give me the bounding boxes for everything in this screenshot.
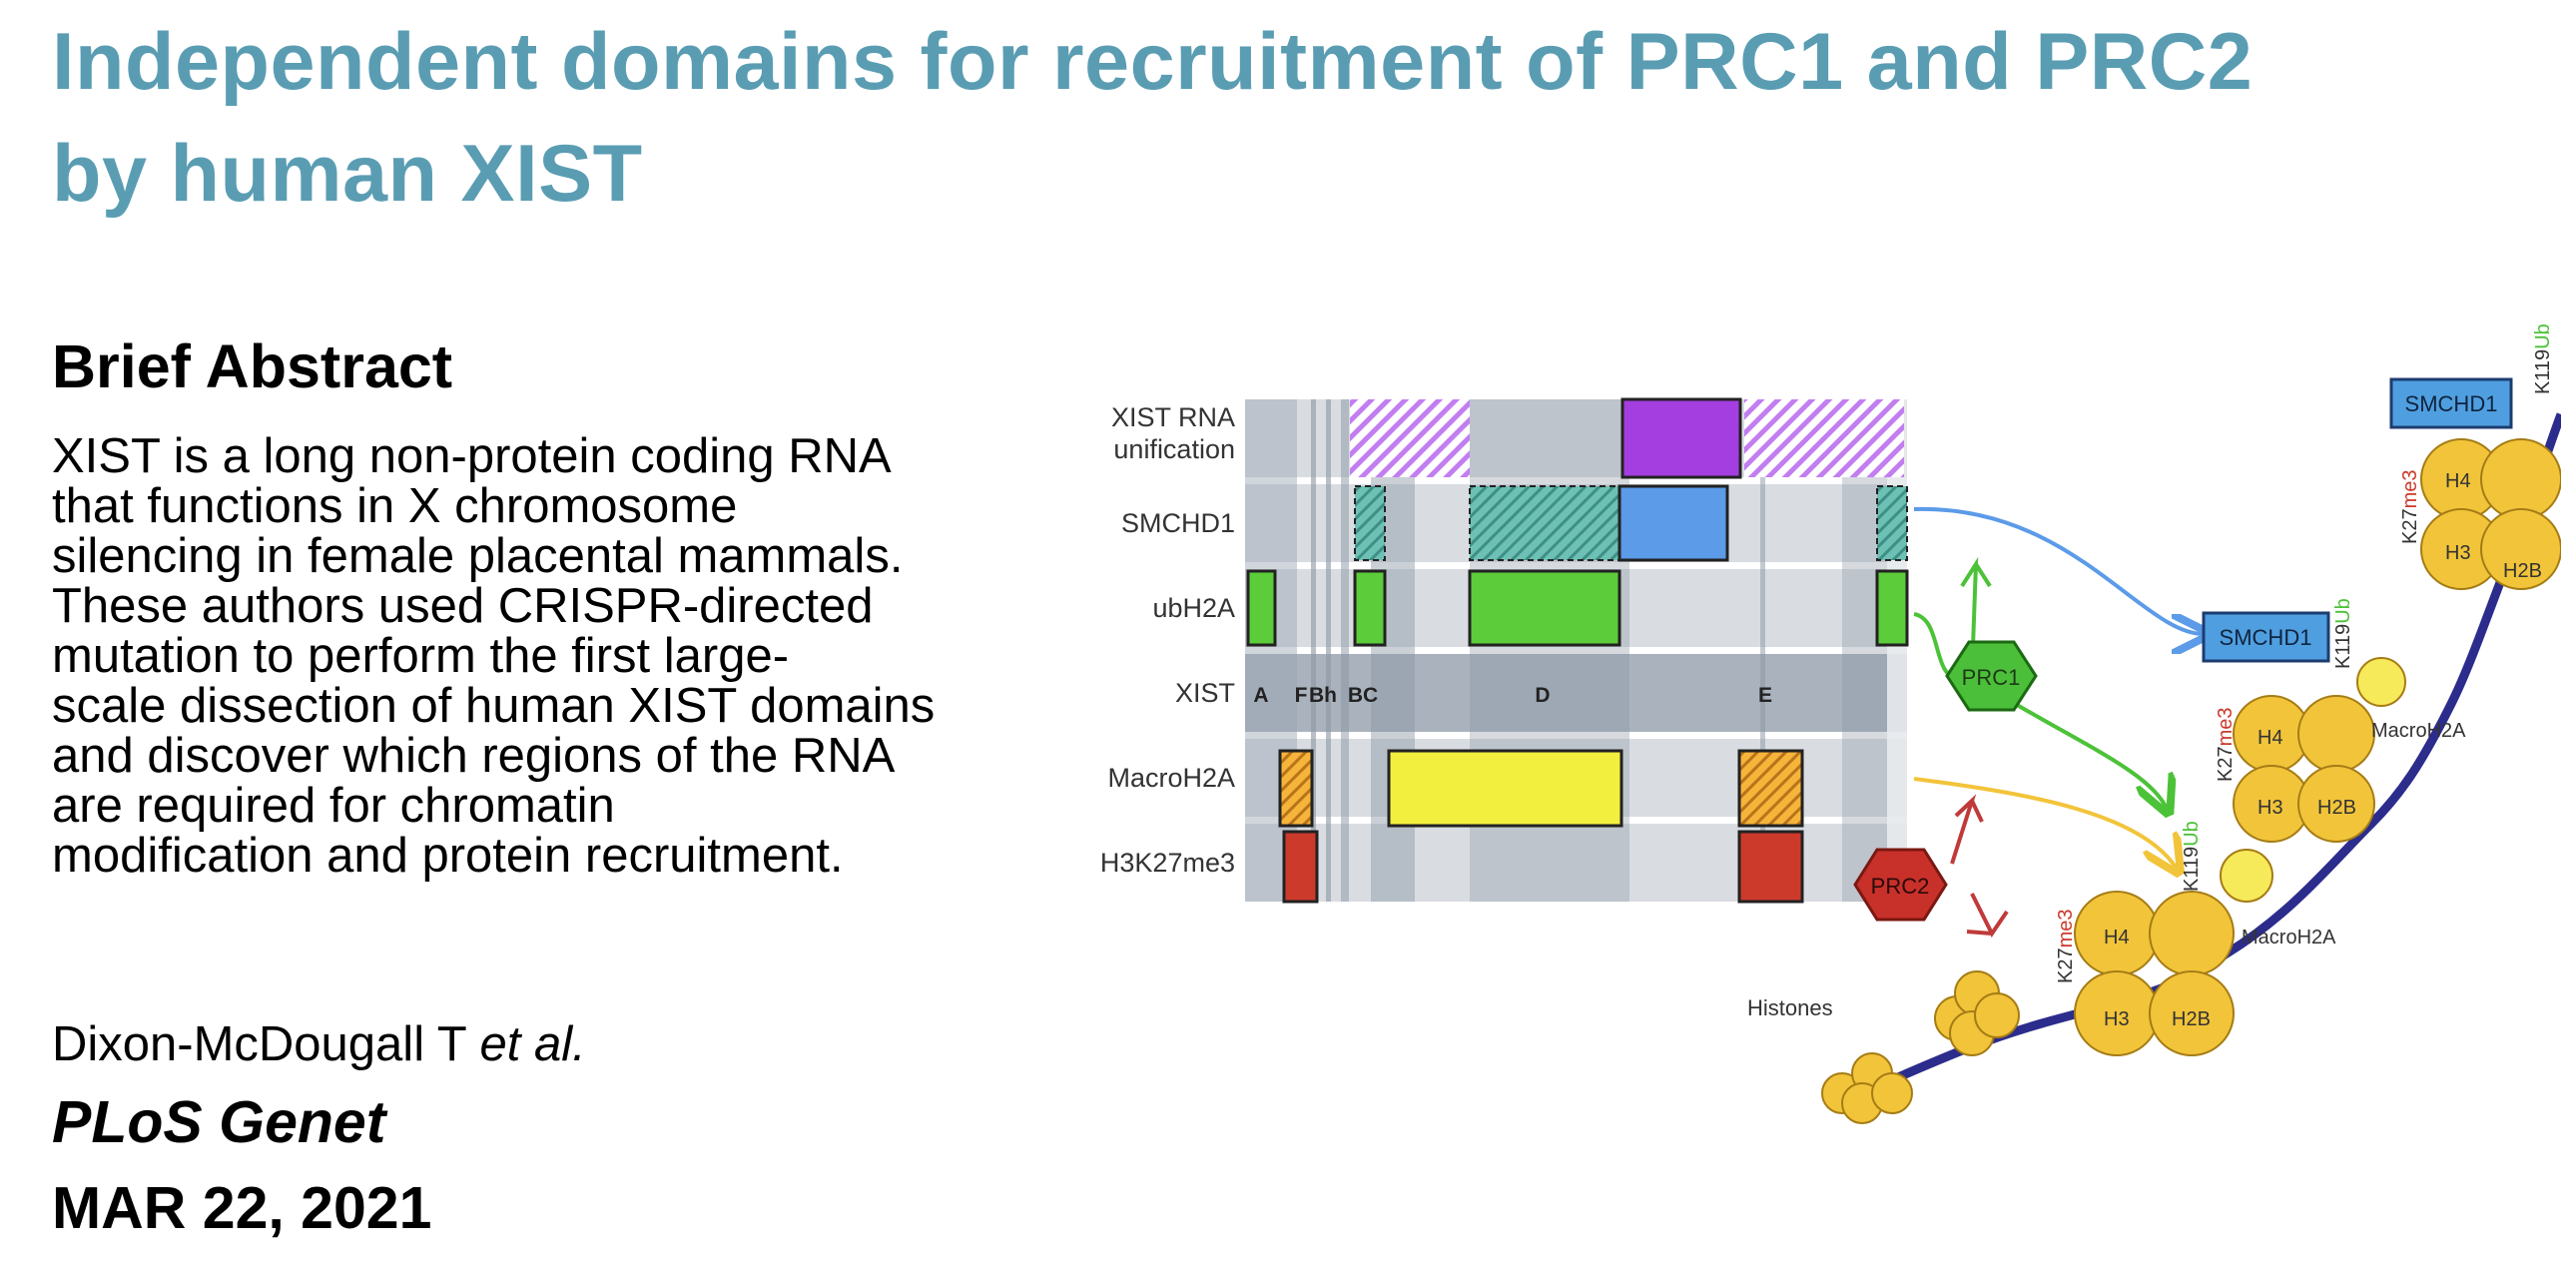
domain-label-bc: BC: [1348, 684, 1378, 707]
row-label-unification: unification: [1113, 434, 1235, 464]
macroh2a-label: MacroH2A: [2242, 927, 2336, 949]
abstract-line: scale dissection of human XIST domains: [52, 679, 936, 733]
smchd1-arrow: [1913, 506, 2204, 634]
smchd1-box-top: SMCHD1: [2389, 377, 2513, 429]
column-shade: [1326, 399, 1331, 902]
row-label-ubh2a: ubH2A: [1152, 593, 1235, 623]
column-shade: [1341, 399, 1349, 902]
abstract-line: that functions in X chromosome: [52, 479, 738, 533]
row-label-xist: XIST: [1175, 678, 1235, 708]
prc1-label: PRC1: [1962, 665, 2021, 690]
abstract-line: modification and protein recruitment.: [52, 829, 844, 883]
domain-label-f: F: [1295, 684, 1308, 707]
histone-h4-label: H4: [2257, 727, 2283, 749]
column-shade: [1842, 399, 1887, 902]
nucleosome-small: [1934, 970, 2020, 1056]
histone-h3-label: H3: [2104, 1008, 2130, 1030]
domain-label-bh: Bh: [1309, 684, 1337, 707]
abstract-line: are required for chromatin: [52, 779, 615, 833]
histone-h4-label: H4: [2104, 927, 2130, 949]
macroh2a-hatch-block: [1737, 749, 1804, 828]
nucleosome-large: H4 H3 H2B K27me3 K119Ub: [2399, 323, 2561, 590]
unification-hatch-block: [1744, 399, 1904, 477]
ubh2a-green-block: [1875, 569, 1909, 647]
abstract-line: These authors used CRISPR-directed: [52, 579, 874, 633]
prc2-label: PRC2: [1871, 874, 1930, 899]
prc1-to-nucleosome-arrow: [2005, 697, 2167, 809]
prc1-complex: PRC1: [1945, 640, 2038, 712]
domain-grid: XIST RNA unification SMCHD1 ubH2A XIST M…: [1100, 397, 1909, 904]
prc2-up-arrow: [1950, 794, 1984, 865]
abstract-heading: Brief Abstract: [52, 332, 453, 400]
smchd1-hatch-block: [1876, 485, 1908, 561]
row-label-macroh2a: MacroH2A: [1107, 763, 1235, 793]
abstract-line: XIST is a long non-protein coding RNA: [52, 429, 892, 483]
journal-name: PLoS Genet: [52, 1089, 386, 1155]
xist-domain-figure: XIST RNA unification SMCHD1 ubH2A XIST M…: [1100, 323, 2561, 1124]
histone-h3-label: H3: [2257, 797, 2283, 819]
h3k27me3-red-block: [1737, 830, 1804, 904]
slide-title: Independent domains for recruitment of P…: [52, 6, 2348, 230]
smchd1-blue-block: [1617, 484, 1729, 562]
macroh2a-arrow: [1913, 777, 2177, 869]
k119ub-label: K119Ub: [2332, 598, 2354, 669]
author-citation: Dixon-McDougall T et al.: [52, 1016, 586, 1072]
k119ub-label: K119Ub: [2532, 323, 2554, 394]
prc1-hexagon: [1945, 640, 2038, 712]
nucleosome-large: H4 H3 H2B MacroH2A K27me3 K119Ub: [2215, 598, 2466, 843]
histone-h2b-label: H2B: [2503, 560, 2542, 582]
domain-label-d: D: [1535, 684, 1550, 707]
row-label-xist-rna: XIST RNA: [1111, 402, 1235, 432]
h3k27me3-red-block: [1282, 830, 1319, 904]
macroh2a-hatch-block: [1278, 749, 1314, 828]
abstract-line: silencing in female placental mammals.: [52, 529, 904, 583]
histone-h3-label: H3: [2445, 542, 2471, 564]
smchd1-box-middle: SMCHD1: [2202, 611, 2330, 663]
ubh2a-green-block: [1468, 569, 1621, 647]
abstract-body: XIST is a long non-protein coding RNA th…: [52, 431, 1050, 881]
prc2-down-arrow: [1966, 893, 2009, 938]
macroh2a-label: MacroH2A: [2371, 720, 2466, 742]
recruitment-arrows: [1913, 506, 2204, 938]
abstract-line: and discover which regions of the RNA: [52, 729, 896, 783]
histone-h4-label: H4: [2445, 470, 2471, 492]
unification-purple-block: [1620, 397, 1742, 479]
prc2-complex: PRC2: [1853, 848, 1948, 922]
row-label-smchd1: SMCHD1: [1121, 508, 1235, 538]
smchd1-box-label: SMCHD1: [2220, 625, 2312, 650]
histone-h2b-label: H2B: [2317, 797, 2356, 819]
column-shade: [1760, 399, 1765, 902]
domain-label-e: E: [1758, 684, 1772, 707]
k27me3-label: K27me3: [2215, 708, 2237, 783]
ubh2a-green-block: [1246, 569, 1277, 647]
slide-title-line-2: by human XIST: [52, 129, 643, 219]
row-band: [1245, 654, 1907, 732]
unification-hatch-block: [1350, 399, 1470, 477]
chromatin-fiber: Histones H4 H3 H2B MacroH2A K27me3 K119U…: [1747, 323, 2561, 1124]
smchd1-hatch-block: [1354, 485, 1386, 561]
ubh2a-green-block: [1353, 569, 1387, 647]
author-et-al: et al.: [479, 1017, 586, 1071]
histones-label: Histones: [1747, 995, 1833, 1020]
column-shade: [1311, 399, 1316, 902]
row-label-h3k27me3: H3K27me3: [1100, 848, 1235, 878]
prc1-up-arrow: [1960, 556, 1992, 675]
publication-date: MAR 22, 2021: [52, 1175, 432, 1241]
prc2-hexagon: [1853, 848, 1948, 922]
macroh2a-yellow-block: [1387, 749, 1623, 828]
nucleosome-small: [1821, 1052, 1913, 1124]
k27me3-label: K27me3: [2055, 910, 2077, 984]
domain-label-a: A: [1253, 684, 1268, 707]
smchd1-box-label: SMCHD1: [2405, 391, 2498, 416]
abstract-line: mutation to perform the first large-: [52, 629, 790, 683]
smchd1-hatch-block: [1469, 485, 1620, 561]
k119ub-label: K119Ub: [2181, 821, 2203, 892]
nucleosome-large: H4 H3 H2B MacroH2A K27me3 K119Ub: [2055, 821, 2336, 1056]
histone-h2b-label: H2B: [2172, 1008, 2211, 1030]
k27me3-label: K27me3: [2399, 470, 2421, 545]
slide-title-line-1: Independent domains for recruitment of P…: [52, 17, 2254, 107]
author-name: Dixon-McDougall T: [52, 1017, 466, 1071]
